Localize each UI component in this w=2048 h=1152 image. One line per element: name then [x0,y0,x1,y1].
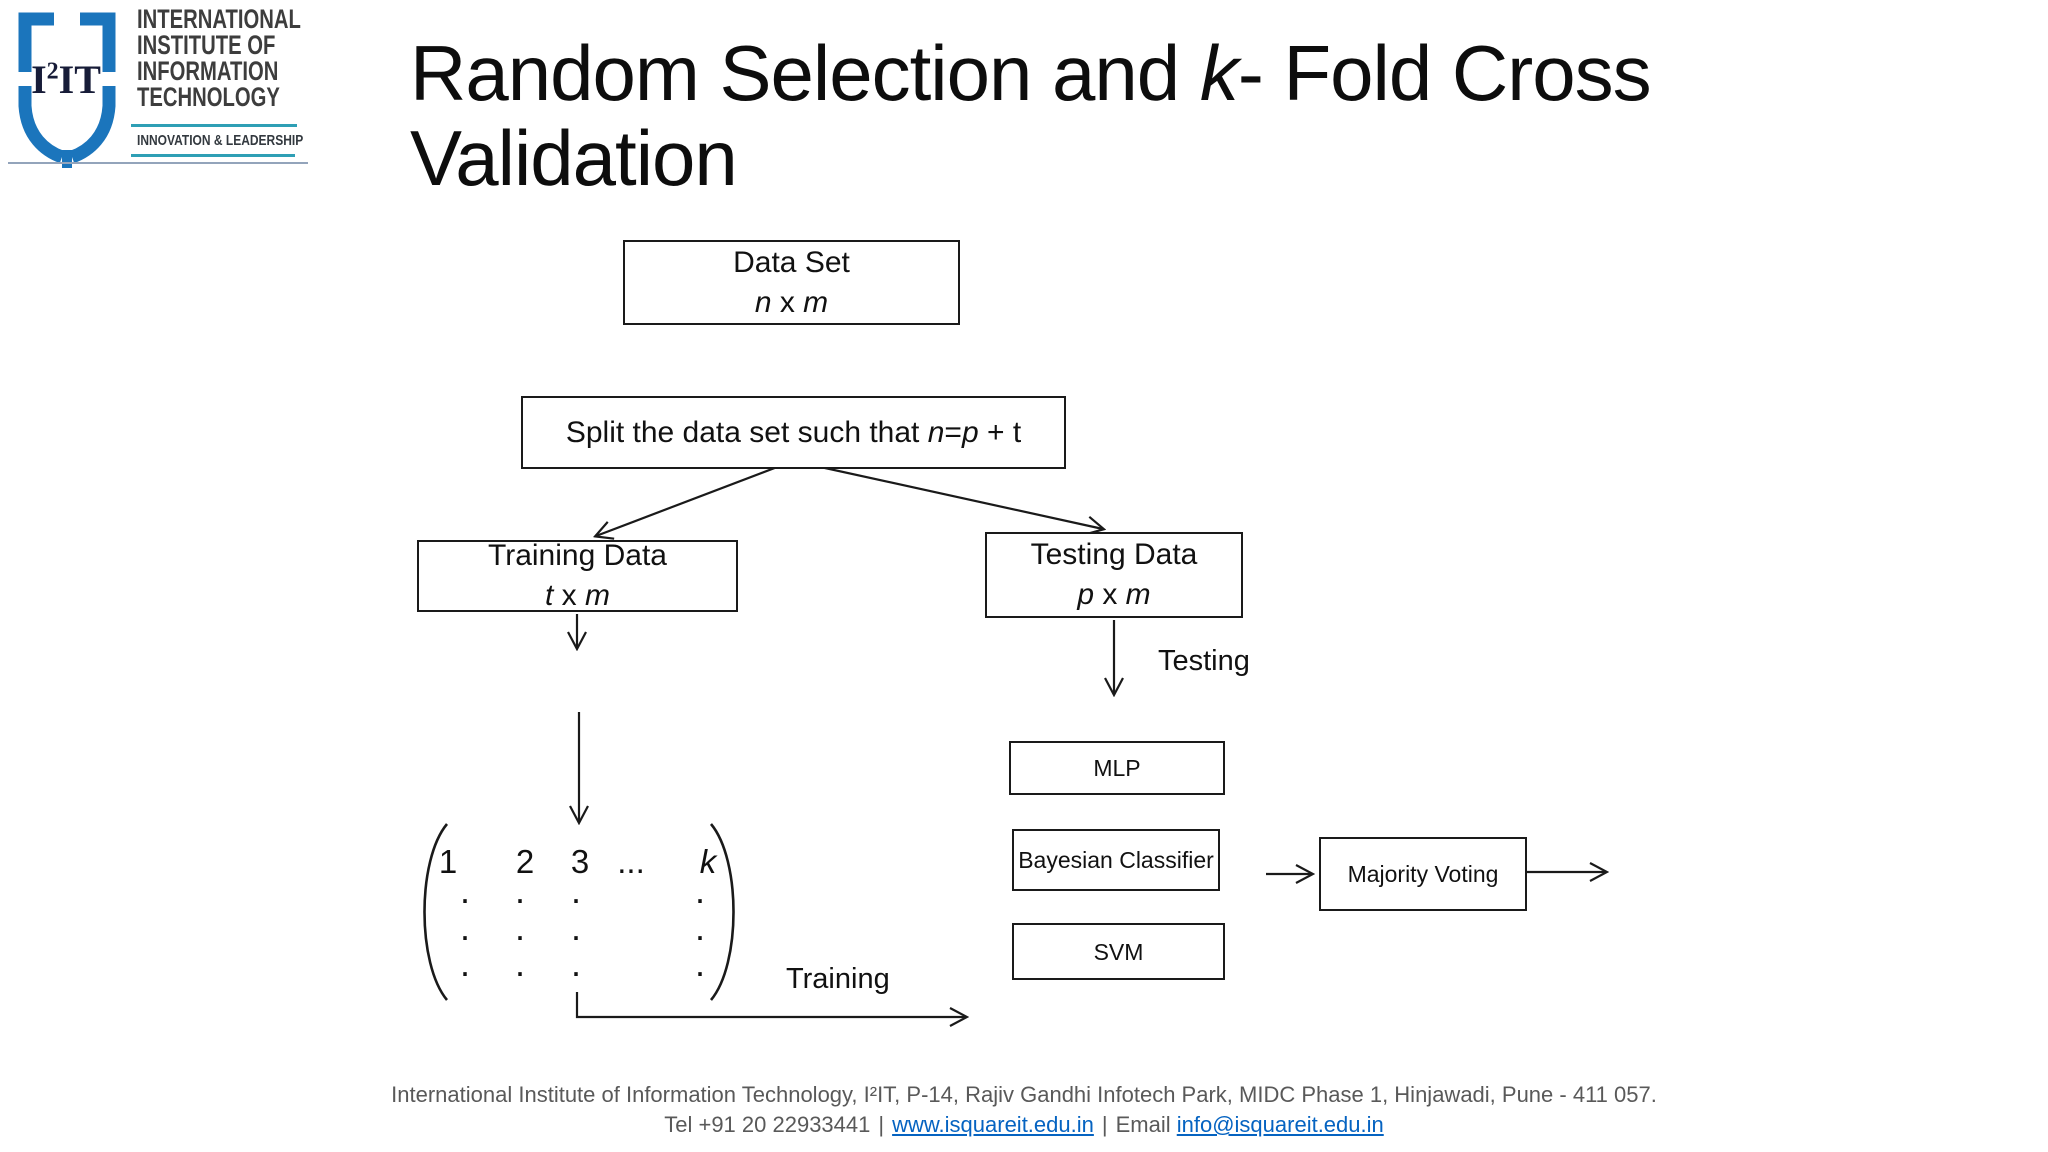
footer-tel: Tel +91 20 22933441 [664,1112,871,1137]
matrix-left-bracket [423,823,448,1001]
matrix-dot: . [571,907,582,948]
logo-acronym: I2IT [31,57,101,102]
logo-underline [8,162,308,164]
testing-box-title: Testing Data [1030,538,1198,571]
matrix-dot: . [515,870,526,911]
logo-name-line: TECHNOLOGY [137,82,280,112]
slide-footer: International Institute of Information T… [0,1080,2048,1140]
bayesian-classifier-label: Bayesian Classifier [1018,847,1214,873]
footer-separator: | [1101,1112,1108,1137]
footer-email-label: Email [1115,1112,1171,1137]
matrix-dot: . [695,870,706,911]
training-label: Training [786,963,890,995]
matrix-dot: . [460,943,471,984]
bayesian-classifier-box: Bayesian Classifier [1012,829,1220,891]
footer-address: International Institute of Information T… [391,1082,1657,1107]
matrix-dot: . [695,907,706,948]
matrix-ellipsis: ... [617,843,645,880]
page-title: Random Selection and k- Fold Cross Valid… [410,29,1652,202]
matrix-dot: . [571,870,582,911]
svm-label: SVM [1093,938,1144,965]
logo-shield-icon [18,12,116,168]
matrix-header-cell: 1 [438,843,458,880]
testing-data-box: Testing Data p x m [985,532,1243,618]
logo-name-line: INTERNATIONAL [137,4,301,34]
matrix-dot: . [515,943,526,984]
training-box-dims: t x m [544,579,610,612]
logo-name-line: INSTITUTE OF [137,30,276,60]
majority-voting-box: Majority Voting [1319,837,1527,911]
dataset-box: Data Set n x m [623,240,960,325]
svm-box: SVM [1012,923,1225,980]
testing-label: Testing [1158,645,1250,677]
arrow-split-to-testing [792,459,1103,529]
matrix-right-bracket [710,823,735,1001]
logo-tagline: INNOVATION & LEADERSHIP [137,132,304,149]
matrix-header-cell: k [699,843,717,880]
matrix-dot: . [460,870,471,911]
arrow-split-to-training [596,459,794,536]
arrow-training-elbow [575,992,966,1017]
mlp-box: MLP [1009,741,1225,795]
website-link[interactable]: www.isquareit.edu.in [892,1112,1094,1137]
email-link[interactable]: info@isquareit.edu.in [1176,1112,1384,1137]
matrix-dot: . [571,943,582,984]
testing-box-dims: p x m [1077,578,1151,611]
matrix-dot: . [515,907,526,948]
dataset-box-title: Data Set [733,245,850,279]
matrix-header-cell: 3 [570,843,590,880]
majority-voting-label: Majority Voting [1347,861,1499,887]
split-box: Split the data set such that n=p + t [521,396,1066,469]
footer-separator: | [878,1112,885,1137]
logo-divider [131,154,295,157]
logo-divider [131,124,297,127]
matrix-dot: . [695,943,706,984]
matrix-header-cell: 2 [515,843,535,880]
mlp-label: MLP [1093,755,1141,781]
footer-contact: Tel +91 20 22933441 | www.isquareit.edu.in… [0,1110,2048,1140]
institute-logo: I2IT INTERNATIONAL INSTITUTE OF INFORMAT… [6,0,326,170]
training-box-title: Training Data [488,539,667,572]
matrix-dot: . [460,907,471,948]
training-data-box: Training Data t x m [417,539,738,612]
logo-name-line: INFORMATION [137,56,279,86]
split-box-text: Split the data set such that n=p + t [565,415,1022,449]
dataset-box-dims: n x m [754,285,829,319]
